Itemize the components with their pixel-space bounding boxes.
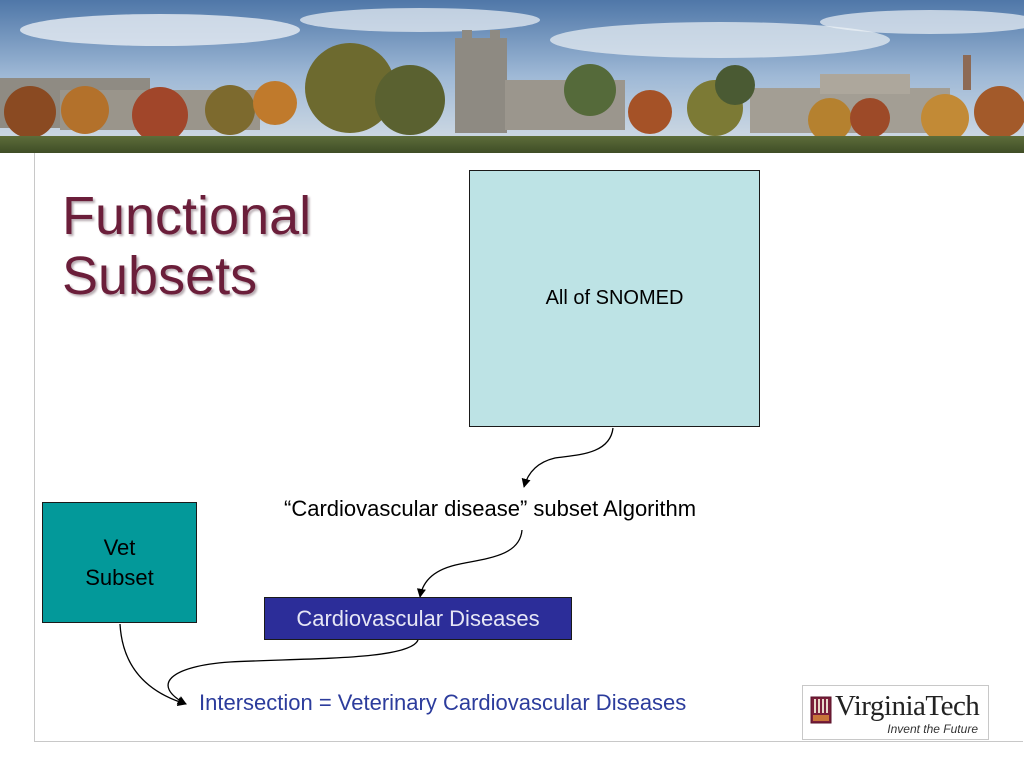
vet-subset-box: Vet Subset (42, 502, 197, 623)
cardiovascular-diseases-box: Cardiovascular Diseases (264, 597, 572, 640)
vt-wordmark: VirginiaTech (835, 690, 980, 722)
algorithm-label: “Cardiovascular disease” subset Algorith… (284, 496, 697, 521)
snomed-box-label: All of SNOMED (545, 287, 684, 309)
cardiovascular-diseases-label: Cardiovascular Diseases (296, 605, 540, 631)
vt-seal-icon (810, 696, 832, 724)
arrow-algorithm-to-cardio (416, 529, 523, 598)
arrow-snomed-to-algorithm (521, 427, 614, 488)
slide-title: Functional Subsets (62, 186, 442, 306)
virginia-tech-logo: VirginiaTech Invent the Future (802, 685, 989, 740)
slide-frame (34, 153, 1023, 742)
arrow-cardio-to-intersection (167, 639, 419, 705)
campus-photo (0, 0, 1024, 153)
intersection-label: Intersection = Veterinary Cardiovascular… (199, 690, 687, 715)
slide-title-line2: Subsets (62, 246, 258, 306)
arrow-vet-to-intersection (119, 623, 187, 706)
vt-tagline: Invent the Future (887, 722, 978, 736)
vet-subset-label: Vet Subset (85, 534, 154, 590)
campus-banner (0, 0, 1024, 153)
snomed-box: All of SNOMED (469, 170, 760, 427)
slide-title-line1: Functional (62, 186, 312, 246)
